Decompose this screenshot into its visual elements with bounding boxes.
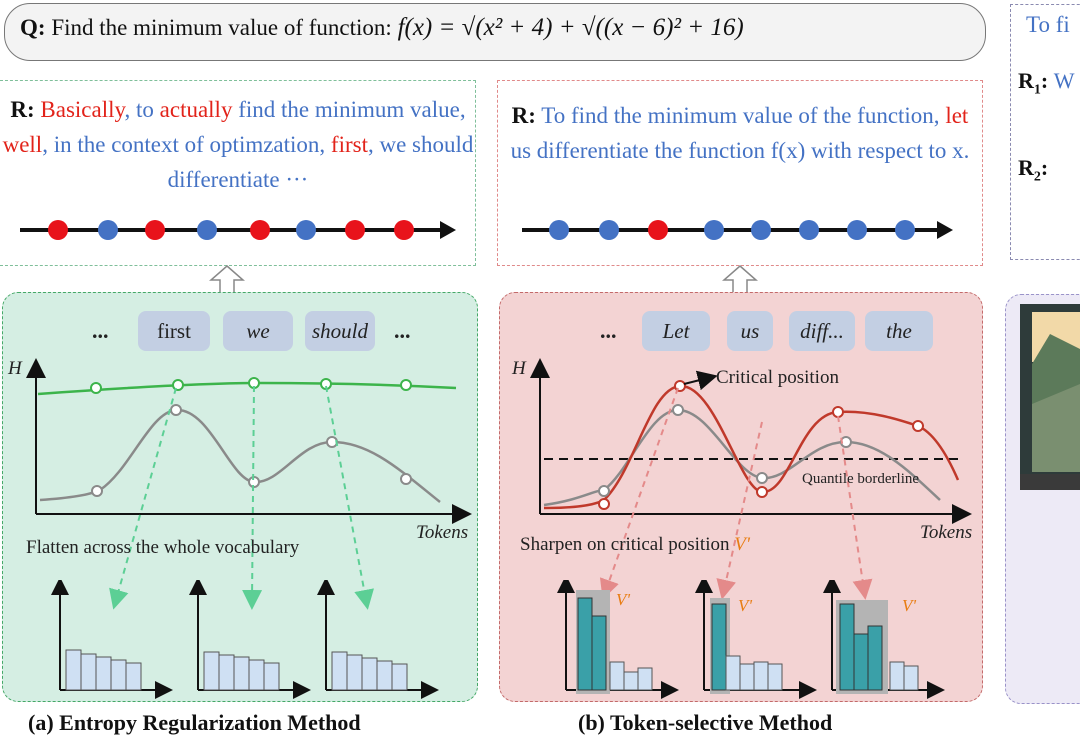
right-partial-box — [1010, 4, 1080, 260]
panel-a-flow-arrow — [325, 385, 374, 610]
token-dot-red — [250, 220, 270, 240]
histogram-1 — [557, 580, 679, 699]
panel-a-flow-arrow — [242, 385, 263, 610]
token-dot-red — [394, 220, 414, 240]
filler-word-well: well — [2, 132, 43, 157]
panel-b-annotation: Sharpen on critical position V' — [520, 534, 750, 556]
token-dot-blue — [296, 220, 316, 240]
token-dot-blue — [704, 220, 724, 240]
landscape-thumbnail — [1020, 304, 1080, 490]
panel-a-y-label: H — [8, 358, 22, 379]
panel-b-flow-arrow — [837, 415, 873, 600]
panel-b-caption: (b) Token-selective Method — [578, 710, 833, 735]
middle-response-label: R: — [511, 103, 536, 128]
panel-b-flow-arrow — [599, 387, 679, 600]
panel-a-histograms — [51, 580, 439, 699]
v-label-hist-3: V' — [902, 596, 917, 615]
left-response-label: R: — [10, 97, 35, 122]
token-dot-red — [648, 220, 668, 240]
token-dot-red — [345, 220, 365, 240]
panel-a-ellipsis-right: ... — [394, 318, 411, 343]
r2-letter: R — [1018, 155, 1034, 180]
panel-b-y-label: H — [512, 358, 526, 379]
token-dot-blue — [599, 220, 619, 240]
panel-b-x-label: Tokens — [920, 522, 973, 543]
token-axis-arrow — [440, 221, 456, 239]
response-fragment: , we should differentiate ··· — [167, 132, 474, 192]
left-response-box — [0, 80, 476, 266]
response-fragment: , to — [124, 97, 160, 122]
r2-subscript: 2 — [1033, 169, 1041, 185]
left-response-text: R: Basically, to actually find the minim… — [2, 92, 474, 197]
middle-response-text: R: To find the minimum value of the func… — [506, 98, 974, 168]
thumbnail-hill — [1032, 384, 1080, 472]
token-dot-blue — [751, 220, 771, 240]
token-dot-blue — [847, 220, 867, 240]
filler-word-basically: Basically — [40, 97, 125, 122]
panel-a-caption: (a) Entropy Regularization Method — [28, 710, 361, 735]
token-chip-let: Let — [642, 311, 710, 351]
filler-word-first: first — [330, 132, 368, 157]
r1-subscript: 1 — [1033, 82, 1041, 98]
r1-letter: R — [1018, 68, 1034, 93]
question-formula: f(x) = √(x² + 4) + √((x − 6)² + 16) — [397, 14, 744, 41]
histogram-3 — [823, 580, 945, 699]
middle-token-sequence — [522, 220, 953, 240]
critical-position-label: Critical position — [716, 367, 839, 388]
response-fragment: , in the context of optimzation, — [42, 132, 331, 157]
histogram-2 — [695, 580, 817, 699]
panel-a-ellipsis-left: ... — [92, 318, 109, 343]
quantile-borderline-label: Quantile borderline — [802, 471, 920, 487]
response-fragment: find the minimum value, — [232, 97, 466, 122]
r1-tail: W — [1053, 68, 1075, 93]
panel-a-flow-arrow — [109, 387, 177, 610]
token-dot-blue — [197, 220, 217, 240]
token-dot-blue — [799, 220, 819, 240]
question-box — [4, 3, 986, 61]
panel-b-ellipsis-left: ... — [600, 318, 617, 343]
panel-a-entropy-chart — [26, 358, 472, 610]
panel-a-background — [2, 292, 478, 702]
histogram-2 — [189, 580, 311, 699]
token-chip-diff: diff... — [789, 311, 855, 351]
token-chip-us: us — [727, 311, 773, 351]
token-chip-first: first — [138, 311, 210, 351]
token-dot-blue — [98, 220, 118, 240]
panel-a-x-label: Tokens — [416, 522, 469, 543]
token-chip-the: the — [865, 311, 933, 351]
token-dot-blue — [895, 220, 915, 240]
filler-word-actually: actually — [159, 97, 233, 122]
panel-b-annotation-text: Sharpen on critical position — [520, 534, 730, 555]
token-dot-red — [145, 220, 165, 240]
thumbnail-base — [1020, 474, 1080, 490]
right-partial-text: To fi — [1026, 12, 1070, 37]
left-token-sequence — [20, 220, 456, 240]
histogram-3 — [317, 580, 439, 699]
question-line: Q: Find the minimum value of function: f… — [20, 14, 744, 42]
right-r2-label: R2: — [1018, 155, 1049, 185]
token-chip-we: we — [223, 311, 293, 351]
token-dot-red — [48, 220, 68, 240]
response-fragment: us differentiate the function f(x) with … — [510, 138, 970, 163]
panel-b-flow-arrow — [716, 421, 763, 600]
question-label: Q: — [20, 15, 46, 40]
critical-position-pointer — [683, 370, 718, 391]
v-label-hist-1: V' — [616, 590, 631, 609]
token-dot-blue — [549, 220, 569, 240]
token-chip-should: should — [305, 311, 375, 351]
panel-b-v-label: V' — [734, 534, 750, 555]
right-r1-label: R1: W — [1018, 68, 1075, 98]
histogram-1 — [51, 580, 173, 699]
response-fragment: To find the minimum value of the functio… — [541, 103, 946, 128]
critical-word-let: let — [945, 103, 969, 128]
thumbnail-mountain — [1032, 334, 1080, 404]
panel-a-annotation: Flatten across the whole vocabulary — [26, 537, 300, 558]
panel-b-histograms — [557, 580, 945, 699]
v-label-hist-2: V' — [738, 596, 753, 615]
token-axis-arrow — [937, 221, 953, 239]
question-text: Find the minimum value of function: — [51, 15, 392, 40]
panel-b-entropy-chart — [530, 358, 972, 600]
